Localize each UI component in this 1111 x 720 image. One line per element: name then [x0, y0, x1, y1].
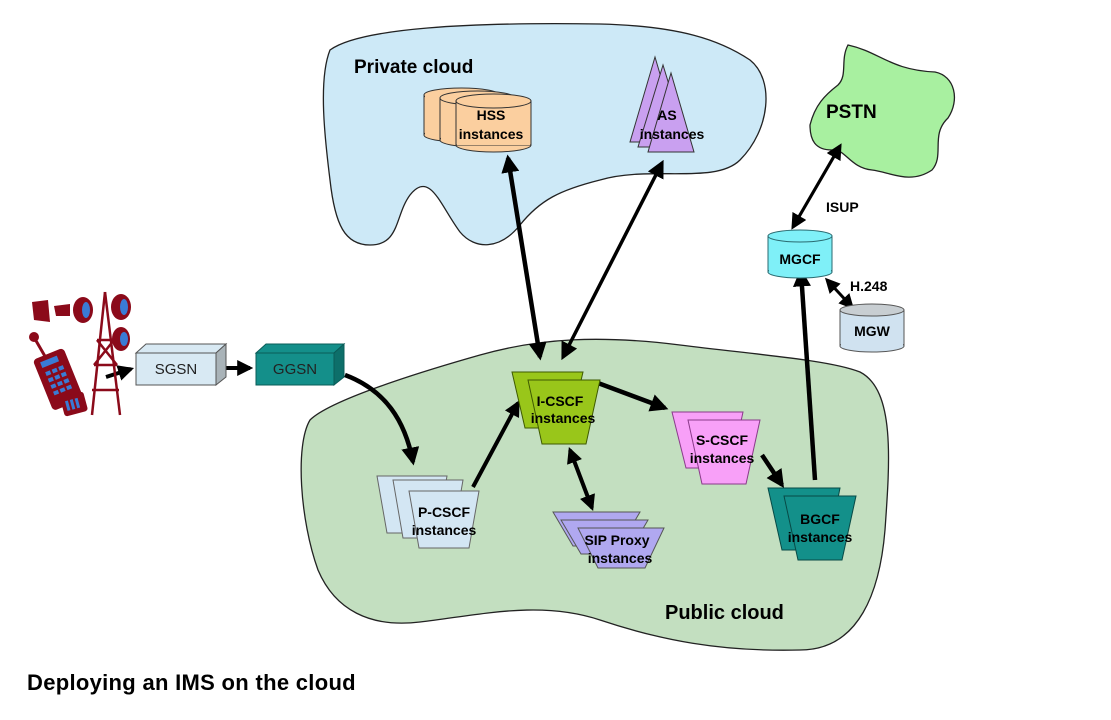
pstn-cloud-shape [809, 44, 956, 178]
sgsn-label: SGSN [155, 361, 198, 378]
mgw-label: MGW [854, 323, 891, 339]
pcscf-label: P-CSCF [418, 504, 471, 520]
antenna-dishes [32, 294, 131, 351]
mgcf-node: MGCF [767, 229, 833, 279]
sipproxy-sublabel: instances [588, 550, 653, 566]
sipproxy-label: SIP Proxy [584, 532, 649, 548]
diagram-title: Deploying an IMS on the cloud [27, 670, 356, 695]
bgcf-instances: BGCF instances [767, 487, 857, 561]
hss-label: HSS [477, 107, 506, 123]
sipproxy-instances: SIP Proxy instances [552, 511, 665, 569]
arrow-icscf-hss [501, 154, 547, 361]
as-instances: AS instances [629, 55, 705, 153]
bgcf-sublabel: instances [788, 529, 853, 545]
hss-sublabel: instances [459, 126, 524, 142]
pstn-label: PSTN [826, 102, 877, 123]
ggsn-label: GGSN [273, 361, 317, 378]
ggsn-box: GGSN [254, 342, 346, 387]
cell-tower-icon [90, 291, 122, 416]
arrow-mobile-to-sgsn [105, 365, 135, 381]
arrow-ggsn-to-pcscf [344, 372, 420, 466]
mgcf-label: MGCF [779, 251, 821, 267]
mgw-node: MGW [839, 303, 905, 353]
public-cloud-label: Public cloud [665, 602, 784, 624]
arrow-pcscf-to-icscf [471, 400, 520, 488]
sgsn-box: SGSN [134, 342, 228, 387]
icscf-label: I-CSCF [537, 393, 584, 409]
arrow-mgcf-pstn [791, 143, 842, 230]
pstn-cloud: PSTN [809, 44, 956, 178]
as-label: AS [657, 107, 676, 123]
isup-label: ISUP [826, 199, 859, 215]
icscf-instances: I-CSCF instances [511, 371, 601, 445]
pcscf-sublabel: instances [412, 522, 477, 538]
arrow-icscf-to-scscf [597, 380, 669, 412]
arrow-scscf-to-bgcf [760, 453, 784, 488]
private-cloud-label: Private cloud [354, 57, 473, 78]
h248-label: H.248 [850, 278, 888, 294]
scscf-label: S-CSCF [696, 432, 749, 448]
icscf-sublabel: instances [531, 410, 596, 426]
arrow-icscf-sipproxy [567, 447, 595, 511]
pcscf-instances: P-CSCF instances [376, 475, 480, 549]
scscf-sublabel: instances [690, 450, 755, 466]
hss-instances: HSS instances [423, 87, 532, 153]
bgcf-label: BGCF [800, 511, 840, 527]
arrow-mgcf-mgw [824, 277, 855, 310]
arrow-bgcf-to-mgcf [792, 268, 818, 481]
mobile-phone-and-cell-tower-icon [29, 291, 131, 417]
as-sublabel: instances [640, 126, 705, 142]
scscf-instances: S-CSCF instances [671, 411, 761, 485]
arrow-icscf-as [561, 159, 664, 361]
connections [105, 143, 855, 511]
mobile-phone [29, 332, 88, 417]
hss-cylinder-3 [455, 93, 532, 153]
as-triangle-3 [647, 71, 695, 153]
